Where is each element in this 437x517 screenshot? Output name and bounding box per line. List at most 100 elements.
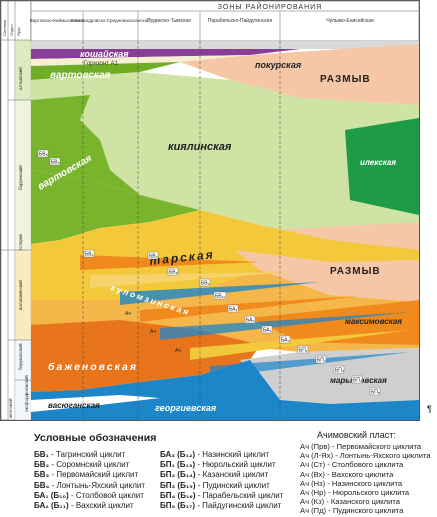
layer-vasyuganskaya	[31, 395, 160, 412]
clinoform-wedge	[80, 255, 260, 270]
formation-vartovskaya-top-label: вартовская	[50, 70, 111, 81]
layer-tag: БА₁	[229, 307, 238, 313]
legend-ach-column: Ач (Прв) - Первомайского циклита Ач (Л-Я…	[300, 442, 431, 516]
clinoform-wedge	[140, 296, 360, 322]
layer-ileskaya	[345, 118, 419, 215]
layer-tag: БВ₆	[51, 160, 60, 166]
zone-label: Парабельско-Пайдугинская	[208, 17, 273, 24]
legend-item: БВ₃ - Первомайский циклит	[34, 470, 139, 480]
formation-razmyv-top-label: РАЗМЫВ	[320, 74, 371, 85]
legend: Условные обозначения БВ₁ - Тагринский ци…	[0, 428, 437, 517]
layer-tag: БВ₁	[85, 252, 94, 258]
ach-title: Ачимовский пласт:	[317, 430, 396, 440]
scale-label: берриасский	[17, 343, 23, 370]
layer-tag: Ач	[175, 348, 181, 354]
scale-label: валанжинский	[17, 280, 23, 310]
layer-tag: БП₄	[353, 378, 362, 384]
legend-item: БА₃ (Б₁₂) - Назинский циклит	[160, 450, 270, 459]
scale-label: барремский	[17, 165, 23, 190]
clinoform-wedge	[210, 352, 410, 378]
strat-column-header: Отдел	[9, 24, 14, 36]
formation-georgievskaya-label: георгиевская	[155, 403, 217, 413]
formation-horizon-label: Горизонт А1	[84, 61, 119, 67]
geology-layers	[31, 41, 419, 420]
legend-item: БП₂ (Б₁₄) - Казанский циклит	[160, 470, 269, 480]
layer-koshayskaya	[31, 49, 300, 59]
ach-item: Ач (Нз) - Назинского циклита	[300, 478, 403, 488]
zone-label: Александровско-Средневасюганская	[70, 18, 150, 23]
ach-item: Ач (Нр) - Нюрольского циклита	[300, 488, 410, 498]
layer-tag: БВ₅	[39, 152, 48, 158]
ach-item: Ач (Л-Ях) - Лонтынь-Яхского циклита	[300, 451, 431, 461]
zones-header: ЗОНЫ РАЙОНИРОВАНИЯ Вартовско-Каймысовска…	[30, 0, 420, 42]
scale-label: волжский	[23, 375, 29, 395]
layer-tag: БП₃	[335, 368, 344, 374]
ach-item: Ач (Вх) - Вахского циклита	[300, 469, 394, 479]
layer-tag: БВ₈	[169, 270, 178, 276]
ach-item: Ач (Пд) - Пудинского циклита	[300, 506, 404, 516]
formation-maksimovskaya-label: максимовская	[345, 317, 402, 326]
layer-tags: БВ₅ БВ₆ БВ₁ БВ₂ БВ₈ БВ₉ БВ₁₀ БА₁ БА₂ БА₃…	[37, 149, 381, 396]
formation-kiyalinskaya-label: киялинская	[168, 141, 232, 153]
stratigraphic-panel: алтымский барремский готерив валанжински…	[0, 0, 420, 421]
formation-koshayskaya-label: кошайская	[80, 49, 129, 59]
scale-label: алтымский	[17, 67, 23, 90]
layer-tag: Ач	[150, 329, 156, 335]
layer-tag: Ач	[125, 311, 131, 317]
formation-pokurskaya-label: покурская	[255, 60, 302, 70]
zone-label: Пудинско-Тымская	[147, 18, 191, 24]
strat-column-header: Ярус	[16, 27, 21, 36]
legend-item: БА₁ (Б₁₀) - Столбовой циклит	[34, 490, 144, 500]
layer-bazhenovskaya	[31, 320, 260, 392]
legend-middle-column: БА₃ (Б₁₂) - Назинский циклит БП₁ (Б₁₃) -…	[160, 450, 283, 511]
layer-vartovskaya-top	[31, 62, 180, 80]
legend-item: БП₄ (Б₁₆) - Парабельский циклит	[160, 490, 284, 500]
zone-label: Вартовско-Каймысовская	[30, 17, 85, 23]
pilcrow-mark: ¶	[427, 404, 432, 414]
layer-vartovskaya	[31, 95, 140, 195]
layer-georgievskaya	[31, 360, 419, 420]
legend-item: БП₁ (Б₁₃) - Нюрольский циклит	[160, 460, 276, 470]
ach-item: Ач (Прв) - Первомайского циклита	[300, 442, 422, 451]
layer-pokurskaya	[180, 44, 419, 105]
clinoform-wedge	[90, 272, 290, 288]
layer-tag: БА₃	[263, 328, 272, 334]
scale-label: оксфорд	[24, 394, 29, 412]
legend-item: БА₂ (Б₁₁) - Вахский циклит	[34, 501, 134, 511]
legend-left-column: БВ₁ - Тагринский циклит БВ₂ - Соромнский…	[34, 450, 145, 511]
ach-item: Ач (Кз) - Казанского циклита	[300, 497, 400, 507]
layer-kiyalinskaya	[31, 72, 419, 250]
layer-tag: БП₂	[317, 358, 326, 364]
stratigraphic-section: алтымский барремский готерив валанжински…	[0, 0, 420, 421]
layer-tag: БА₄	[281, 338, 290, 344]
layer-grey-top	[31, 41, 419, 49]
strat-columns: алтымский барремский готерив валанжински…	[0, 0, 32, 421]
formation-ileskaya-label: илекская	[360, 158, 396, 167]
zones-title: ЗОНЫ РАЙОНИРОВАНИЯ	[218, 2, 322, 11]
formation-bazhenovskaya-label: баженовская	[48, 361, 138, 373]
formation-vasyuganskaya-label: васюганская	[48, 401, 100, 410]
layer-tag: БА₂	[246, 318, 255, 324]
legend-item: БП₅ (Б₁₇) - Пайдугинский циклит	[160, 501, 282, 511]
scale-label: готерив	[18, 234, 23, 250]
zone-label: Чулымо-Енисейская	[326, 17, 374, 24]
layer-horizon	[31, 55, 250, 66]
clinoform-wedge	[190, 330, 410, 360]
layer-tag: БП₅	[371, 390, 380, 396]
ach-item: Ач (Ст) - Столбового циклита	[300, 460, 404, 470]
layer-tag: БВ₂	[149, 254, 158, 260]
layer-tag: БП₁	[299, 348, 308, 354]
legend-item: БП₃ (Б₁₅) - Пудинский циклит	[160, 480, 270, 490]
formation-razmyv-mid-label: РАЗМЫВ	[330, 266, 381, 277]
legend-item: БВ₁ - Тагринский циклит	[34, 450, 126, 459]
legend-item: БВ₂ - Соромнский циклит	[34, 460, 130, 470]
legend-title: Условные обозначения	[34, 432, 157, 444]
clinoform-wedge	[160, 312, 410, 340]
legend-item: БВ₄ - Лонтынь-Яхский циклит	[34, 480, 146, 490]
layer-tag: БВ₁₀	[215, 294, 225, 300]
layer-tag: БВ₉	[201, 281, 210, 287]
zone-dividers	[82, 41, 281, 420]
strat-column-header: Система	[2, 19, 7, 36]
scale-label: келловей	[7, 398, 13, 418]
formation-tarskaya-label: тарская	[149, 247, 215, 268]
